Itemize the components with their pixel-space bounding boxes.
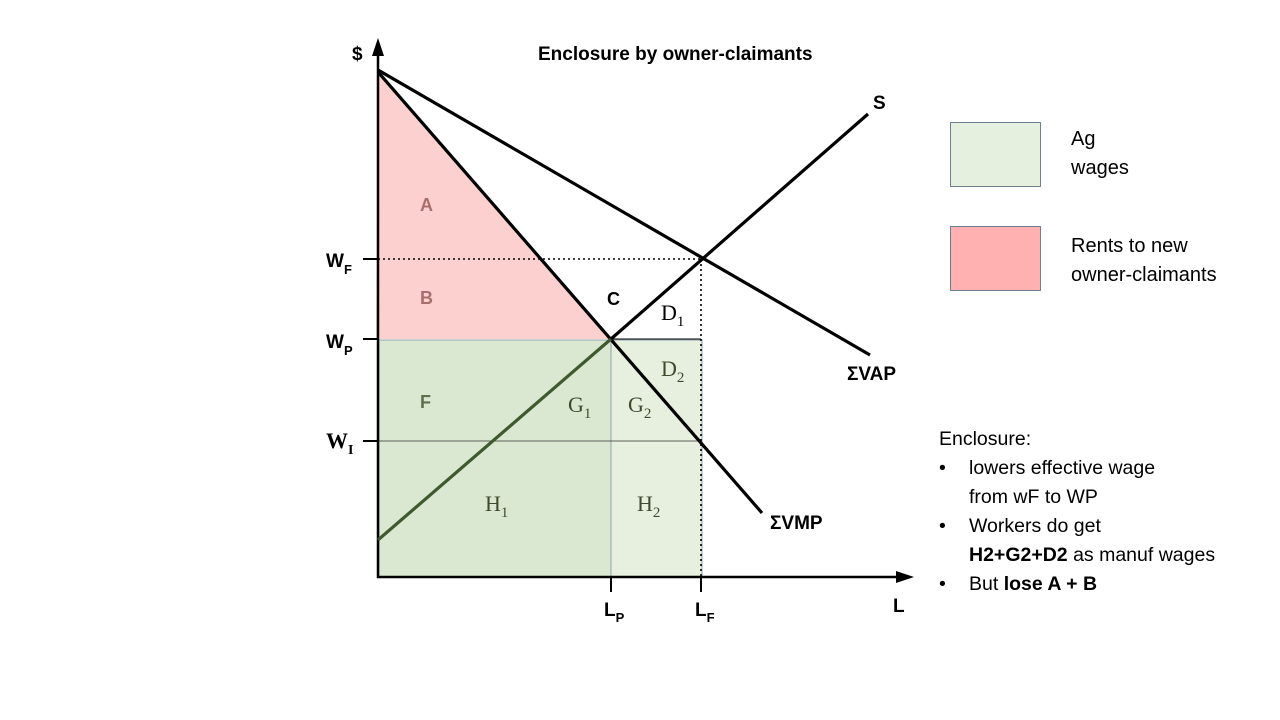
supply-label: S — [873, 93, 886, 114]
note-item: • Workers do get H2+G2+D2 as manuf wages — [939, 512, 1269, 570]
supply-curve-lower — [376, 337, 613, 542]
legend-label-ag-wages: Ag wages — [1071, 125, 1129, 183]
bullet-icon: • — [939, 573, 946, 595]
bullet-icon: • — [939, 515, 946, 537]
legend-rents-line2: owner-claimants — [1071, 264, 1217, 286]
region-ag-wages-right — [610, 339, 703, 578]
wf-label: WF — [326, 251, 352, 277]
supply-curve-upper — [609, 112, 870, 341]
legend-rents-line1: Rents to new — [1071, 235, 1188, 257]
wi-label: WI — [326, 428, 353, 458]
lp-label: LP — [604, 600, 625, 625]
lf-label: LF — [695, 600, 715, 625]
note-3-bold: lose A + B — [1003, 573, 1098, 595]
x-axis-label: L — [893, 596, 905, 617]
notes-heading: Enclosure: — [939, 428, 1032, 450]
note-item: • lowers effective wage from wF to WP — [939, 454, 1269, 512]
note-2-text: Workers do get — [969, 515, 1101, 537]
region-d2-label: D2 — [661, 356, 684, 386]
region-d1-label: D1 — [661, 300, 684, 330]
note-1-line2: from wF to WP — [969, 486, 1098, 508]
region-g1-label: G1 — [568, 392, 591, 422]
region-h1-label: H1 — [485, 491, 508, 521]
legend-swatch-rents — [950, 226, 1041, 291]
diagram-title: Enclosure by owner-claimants — [538, 44, 813, 65]
vap-curve — [377, 68, 871, 357]
note-3-text: But — [969, 573, 1004, 595]
notes-list: • lowers effective wage from wF to WP • … — [939, 454, 1269, 599]
vap-label: ΣVAP — [847, 364, 896, 385]
note-2-bold: H2+G2+D2 — [969, 544, 1068, 566]
wp-label: WP — [326, 332, 353, 358]
legend-ag-line1: Ag — [1071, 128, 1096, 150]
vmp-label: ΣVMP — [770, 513, 823, 534]
region-ag-wages-left — [378, 339, 612, 578]
legend-swatch-ag-wages — [950, 122, 1041, 187]
region-b-label: B — [420, 288, 433, 308]
region-a-label: A — [420, 195, 433, 215]
region-h2-label: H2 — [637, 491, 660, 521]
region-c-label: C — [607, 289, 620, 309]
legend-label-rents: Rents to new owner-claimants — [1071, 232, 1217, 290]
y-axis-label: $ — [352, 44, 363, 65]
enclosure-notes: Enclosure: • lowers effective wage from … — [939, 425, 1269, 599]
bullet-icon: • — [939, 457, 946, 479]
region-f-label: F — [420, 392, 431, 412]
note-1-text: lowers effective wage — [969, 457, 1156, 479]
note-2-rest: as manuf wages — [1067, 544, 1216, 566]
vmp-curve — [376, 70, 764, 515]
region-g2-label: G2 — [628, 392, 651, 422]
y-axis-arrow — [372, 38, 384, 56]
note-item: • But lose A + B — [939, 570, 1269, 599]
x-axis-arrow — [896, 571, 914, 583]
legend-ag-line2: wages — [1071, 157, 1129, 179]
